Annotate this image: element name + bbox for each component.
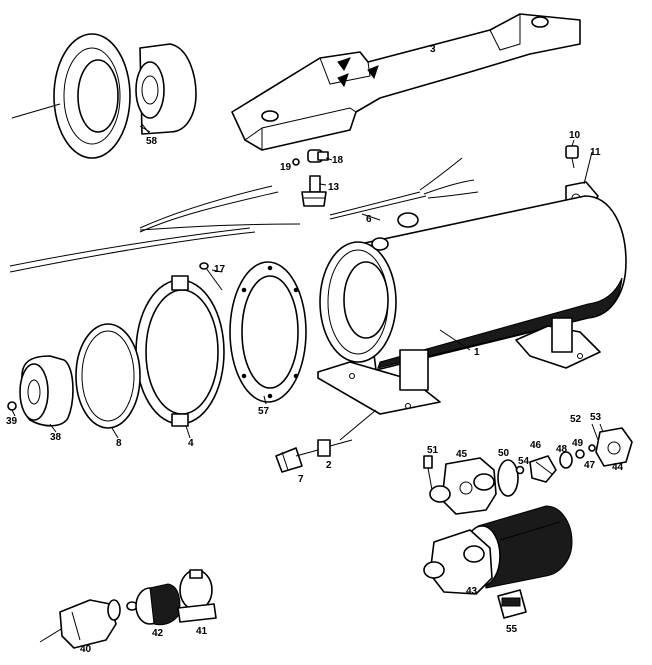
part-38-end-cap [19, 355, 74, 427]
part-43-assembled-pump [423, 505, 573, 595]
part-57-gasket [229, 261, 307, 403]
part-58-flange-cap [11, 33, 197, 159]
callout-42: 42 [152, 628, 164, 639]
callout-44: 44 [612, 462, 624, 473]
callout-10: 10 [569, 130, 581, 141]
callout-50: 50 [498, 448, 510, 459]
callout-51: 51 [427, 445, 439, 456]
callout-58: 58 [146, 136, 158, 147]
part-51-bolt [423, 455, 433, 491]
part-40-dosing-pump [39, 599, 138, 649]
part-2-temp-sensor [295, 409, 377, 457]
callout-48: 48 [556, 444, 568, 455]
part-41-mount-clamp [177, 569, 217, 623]
callout-54: 54 [518, 456, 530, 467]
callout-2: 2 [326, 460, 332, 471]
callout-57: 57 [258, 406, 270, 417]
part-8-o-ring [75, 323, 141, 429]
part-13-switch [301, 175, 327, 207]
part-46-impeller [529, 455, 557, 483]
callout-45: 45 [456, 449, 468, 460]
part-48-seal [559, 451, 573, 469]
callout-6: 6 [366, 214, 372, 225]
part-45-pump-housing [429, 457, 497, 515]
callout-39: 39 [6, 416, 18, 427]
leader-lines [11, 123, 593, 439]
callout-1: 1 [474, 347, 480, 358]
callout-19: 19 [280, 162, 292, 173]
callout-49: 49 [572, 438, 584, 449]
callout-13: 13 [328, 182, 340, 193]
callout-labels: 1 2 3 4 6 7 8 10 11 13 17 18 19 38 39 40… [6, 44, 624, 655]
part-44-motor-flange [595, 427, 633, 467]
callout-40: 40 [80, 644, 92, 655]
callout-55: 55 [506, 624, 518, 635]
callout-47: 47 [584, 460, 596, 471]
part-47-clip [588, 444, 596, 452]
callout-4: 4 [188, 438, 194, 449]
part-54-washer [515, 465, 525, 475]
part-3-bracket [231, 13, 581, 151]
callout-7: 7 [298, 474, 304, 485]
part-49-ring [575, 449, 585, 459]
part-39-washer [7, 401, 17, 411]
callout-41: 41 [196, 626, 208, 637]
callout-8: 8 [116, 438, 122, 449]
part-50-o-ring [497, 459, 519, 497]
callout-46: 46 [530, 440, 542, 451]
callout-52: 52 [570, 414, 582, 425]
part-42-sleeve [135, 583, 181, 626]
callout-43: 43 [466, 586, 478, 597]
wiring-harness [9, 157, 479, 273]
callout-17: 17 [214, 264, 226, 275]
part-7-plug [275, 447, 303, 473]
part-17-screw [199, 262, 223, 291]
callout-18: 18 [332, 155, 344, 166]
callout-3: 3 [430, 44, 436, 55]
callout-11: 11 [590, 147, 601, 158]
part-4-clamp-ring [135, 275, 225, 427]
callout-53: 53 [590, 412, 602, 423]
part-55-bracket [497, 589, 527, 619]
callout-38: 38 [50, 432, 62, 443]
part-18-sensor [292, 149, 329, 166]
part-1-heater-body [317, 195, 627, 415]
